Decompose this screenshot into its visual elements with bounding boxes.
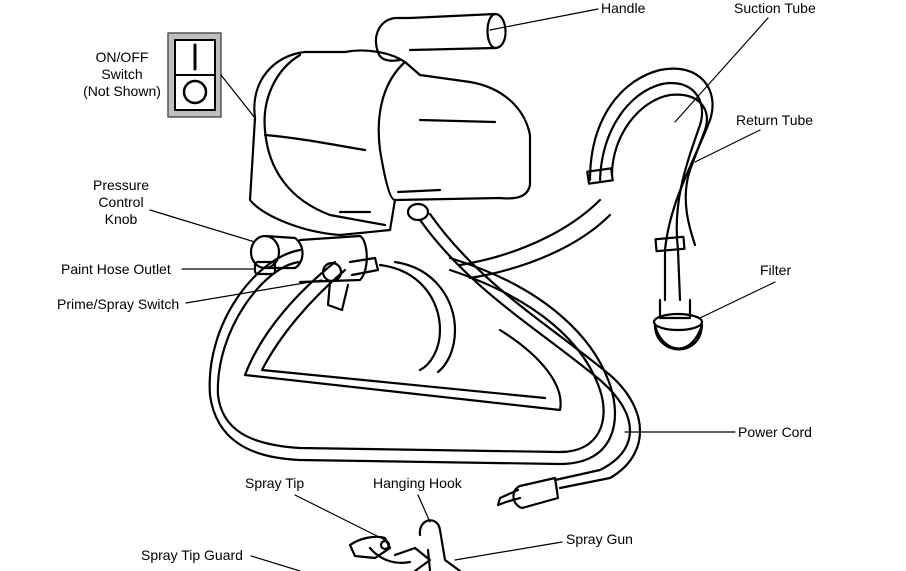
- label-pressure-line-3: Knob: [104, 211, 138, 227]
- leader-lines: [149, 8, 776, 571]
- pump-assembly: [249, 234, 380, 312]
- label-onoff-line-2: Switch: [101, 66, 143, 82]
- label-pressure-line-2: Control: [98, 194, 144, 210]
- stand-frame: [208, 248, 617, 466]
- suction-return-tubes: [586, 67, 714, 302]
- label-onoff-switch: ON/OFF Switch (Not Shown): [76, 49, 168, 100]
- label-spray-tip-guard: Spray Tip Guard: [141, 547, 243, 563]
- label-spray-tip: Spray Tip: [245, 475, 305, 491]
- label-onoff-line-1: ON/OFF: [95, 49, 149, 65]
- motor-housing: [248, 49, 532, 237]
- label-pressure-line-1: Pressure: [92, 177, 150, 193]
- label-filter: Filter: [760, 262, 792, 278]
- filter-shape: [652, 298, 704, 351]
- label-power-cord: Power Cord: [738, 424, 812, 440]
- label-paint-hose-outlet: Paint Hose Outlet: [61, 261, 171, 277]
- label-hanging-hook: Hanging Hook: [373, 475, 462, 491]
- spray-gun-shape: [348, 519, 462, 571]
- label-return-tube: Return Tube: [736, 112, 814, 128]
- label-pressure-control-knob: Pressure Control Knob: [82, 177, 160, 228]
- onoff-switch-icon: [167, 32, 222, 118]
- label-spray-gun: Spray Gun: [566, 531, 633, 547]
- label-onoff-line-3: (Not Shown): [83, 83, 161, 99]
- rear-support: [458, 198, 612, 280]
- power-cord: [406, 202, 641, 510]
- label-handle: Handle: [601, 0, 646, 16]
- label-suction-tube: Suction Tube: [734, 0, 816, 16]
- label-prime-spray-switch: Prime/Spray Switch: [57, 296, 180, 312]
- handle-shape: [374, 12, 507, 62]
